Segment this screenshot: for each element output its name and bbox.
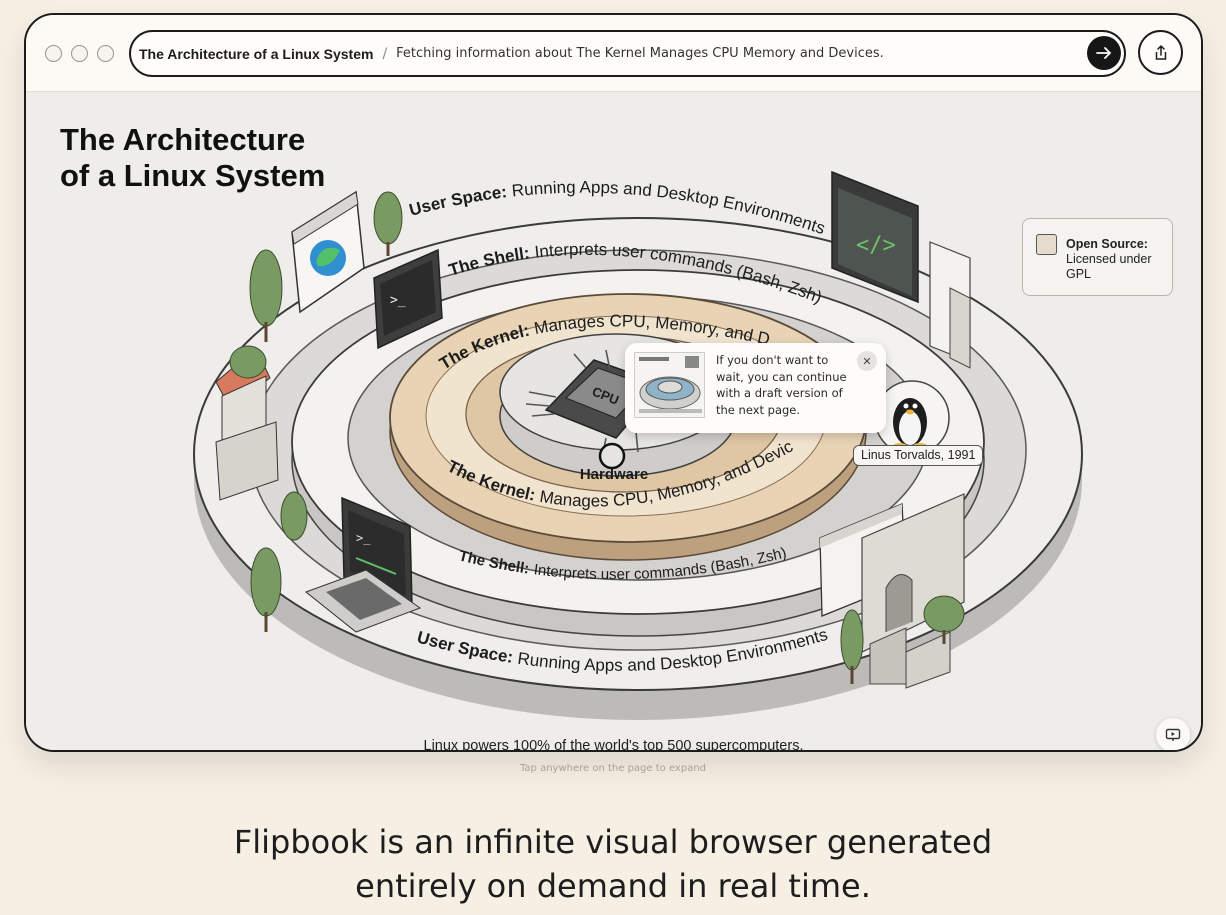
svg-text:</>: </>: [856, 233, 896, 258]
svg-text:>_: >_: [390, 293, 406, 308]
close-icon: ✕: [862, 354, 872, 368]
legend-title: Open Source:: [1066, 237, 1148, 251]
page-title: The Architecture of a Linux System: [60, 122, 360, 194]
legend-description: Licensed under GPL: [1066, 252, 1152, 281]
tree-icons: [229, 191, 965, 684]
page-canvas[interactable]: CPU Hardware User Space:Running Apps and…: [26, 92, 1201, 750]
address-status-text: Fetching information about The Kernel Ma…: [396, 46, 884, 61]
code-editor-icon: </>: [831, 170, 919, 304]
page-footnote: Linux powers 100% of the world's top 500…: [423, 738, 804, 752]
address-bar[interactable]: The Architecture of a Linux System / Fet…: [129, 30, 1126, 77]
presentation-icon: [1165, 728, 1181, 741]
address-page-title: The Architecture of a Linux System: [139, 45, 374, 62]
laptop-icon: >_: [304, 496, 422, 633]
share-icon: [1155, 44, 1166, 60]
cursor-indicator: [598, 442, 626, 470]
tagline-line-2: entirely on demand in real time.: [355, 867, 871, 905]
go-button[interactable]: [1087, 36, 1121, 70]
legend-swatch: [1036, 234, 1057, 255]
arrow-right-icon: [1096, 47, 1112, 59]
window-control-maximize[interactable]: [97, 45, 114, 62]
draft-page-thumbnail[interactable]: [634, 352, 705, 418]
tooltip-close-button[interactable]: ✕: [857, 351, 877, 371]
title-bar: The Architecture of a Linux System / Fet…: [26, 15, 1201, 92]
tux-penguin-icon: [874, 380, 950, 456]
tagline-line-1: Flipbook is an infinite visual browser g…: [233, 823, 993, 861]
open-source-legend: Open Source: Licensed under GPL: [1022, 218, 1173, 296]
address-separator: /: [382, 45, 388, 62]
browser-window: The Architecture of a Linux System / Fet…: [24, 13, 1203, 752]
share-button[interactable]: [1138, 30, 1183, 75]
window-control-close[interactable]: [45, 45, 62, 62]
draft-page-tooltip[interactable]: If you don't want to wait, you can conti…: [625, 343, 886, 433]
hardware-label: Hardware: [580, 466, 648, 483]
document-building-icon: [929, 241, 971, 369]
tux-caption: Linus Torvalds, 1991: [853, 445, 984, 466]
tagline: Flipbook is an infinite visual browser g…: [0, 820, 1226, 908]
terminal-icon: >_: [373, 248, 443, 350]
present-button[interactable]: [1156, 718, 1190, 750]
tooltip-message: If you don't want to wait, you can conti…: [716, 353, 847, 417]
svg-text:>_: >_: [356, 531, 371, 545]
page-title-line-2: of a Linux System: [60, 158, 326, 193]
expand-hint: Tap anywhere on the page to expand: [519, 763, 707, 774]
page-title-line-1: The Architecture: [60, 122, 306, 157]
browser-app-icon: [291, 190, 365, 314]
window-control-minimize[interactable]: [71, 45, 88, 62]
